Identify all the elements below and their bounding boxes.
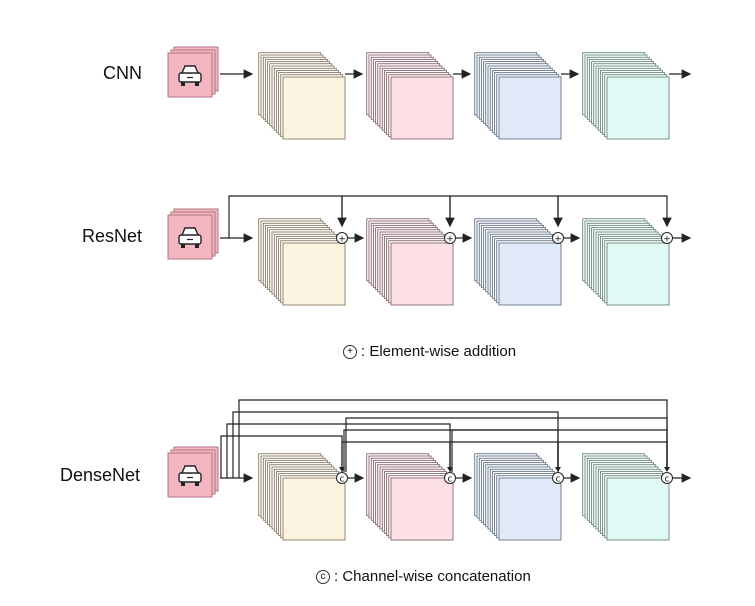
- feature-block: [582, 218, 670, 306]
- feature-block: [582, 453, 670, 541]
- concat-node: c: [444, 472, 456, 485]
- addition-node: +: [444, 232, 456, 245]
- feature-block: [258, 453, 346, 541]
- feature-block: [474, 453, 562, 541]
- car-icon: [178, 465, 202, 486]
- densenet-label: DenseNet: [60, 465, 141, 485]
- car-icon: [178, 227, 202, 248]
- car-icon: [178, 65, 202, 86]
- arrowhead: [664, 467, 670, 472]
- concat-node: c: [661, 472, 673, 485]
- svg-text:+: +: [663, 235, 671, 245]
- resnet-input-image: [167, 208, 219, 260]
- feature-block: [474, 218, 562, 306]
- cnn-input-image: [167, 46, 219, 98]
- svg-text:c: c: [448, 475, 453, 485]
- arrowhead: [555, 467, 561, 472]
- concat-legend: c : Channel-wise concatenation: [316, 568, 531, 585]
- feature-block: [366, 453, 454, 541]
- addition-symbol-icon: +: [343, 344, 357, 359]
- concat-symbol-icon: c: [316, 569, 330, 584]
- feature-block: [258, 218, 346, 306]
- feature-block: [366, 218, 454, 306]
- skip-connection: [557, 195, 672, 228]
- feature-block: [258, 52, 346, 140]
- addition-node: +: [661, 232, 673, 245]
- concat-node: c: [336, 472, 348, 485]
- feature-block: [366, 52, 454, 140]
- resnet-label: ResNet: [82, 226, 143, 246]
- addition-node: +: [336, 232, 348, 245]
- concat-legend-text: : Channel-wise concatenation: [334, 568, 531, 585]
- svg-text:c: c: [665, 475, 670, 485]
- svg-text:+: +: [554, 235, 562, 245]
- svg-text:+: +: [446, 235, 454, 245]
- svg-text:c: c: [340, 475, 345, 485]
- concat-node: c: [552, 472, 564, 485]
- cnn-label: CNN: [103, 63, 142, 83]
- svg-text:c: c: [556, 475, 561, 485]
- addition-node: +: [552, 232, 564, 245]
- arrowhead: [447, 467, 453, 472]
- feature-block: [582, 52, 670, 140]
- densenet-input-image: [167, 446, 219, 498]
- svg-text:+: +: [338, 235, 346, 245]
- arrowhead: [339, 467, 345, 472]
- skip-connection: [557, 441, 668, 472]
- feature-block: [474, 52, 562, 140]
- addition-legend: + : Element-wise addition: [343, 343, 516, 360]
- addition-legend-text: : Element-wise addition: [361, 343, 517, 360]
